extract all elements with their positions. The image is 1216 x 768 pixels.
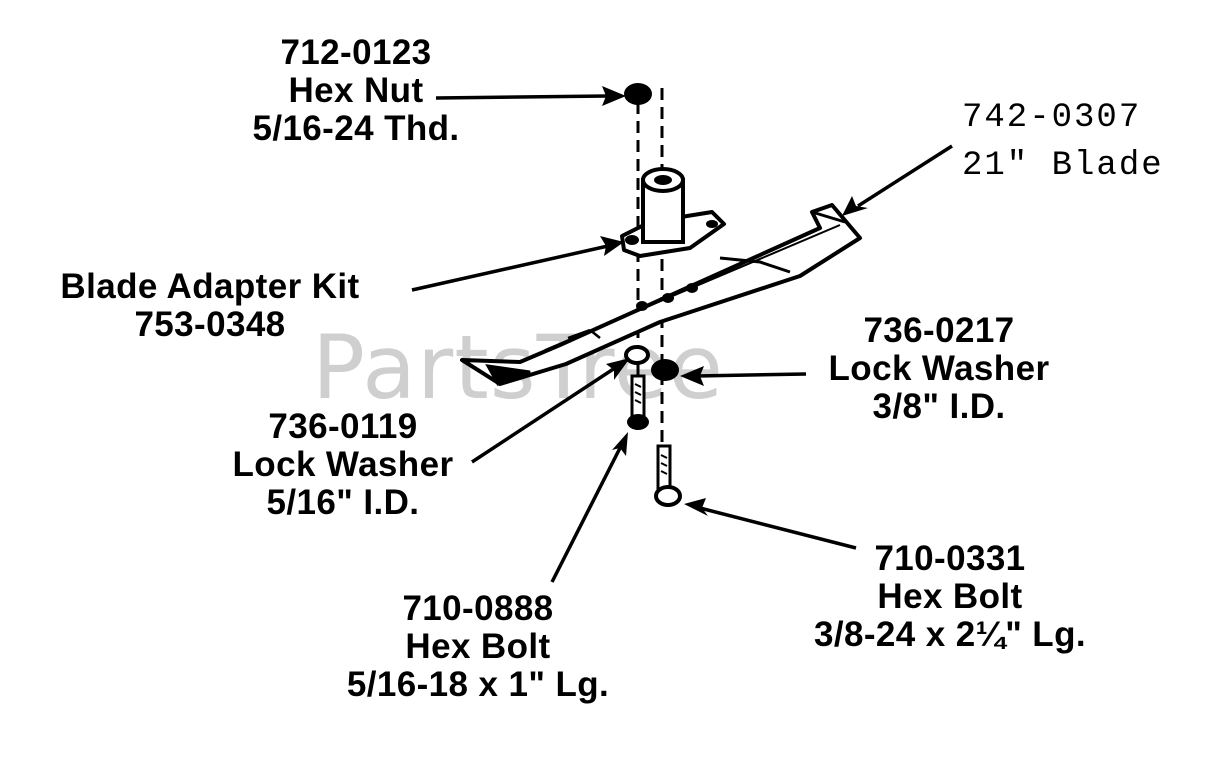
leader-arrows	[411, 86, 953, 583]
hex-bolt-large-part-number: 710-0331	[874, 539, 1026, 578]
callout-hex-nut: 712-0123 Hex Nut 5/16-24 Thd.	[226, 34, 486, 148]
hex-bolt-large-name: Hex Bolt	[877, 577, 1023, 616]
leader-arrow-lock-washer-small	[471, 358, 630, 464]
hex-nut	[624, 83, 652, 105]
callout-lock-washer-large: 736-0217 Lock Washer 3/8" I.D.	[806, 312, 1072, 426]
callout-lock-washer-small: 736-0119 Lock Washer 5/16" I.D.	[210, 408, 476, 522]
leader-arrow-hex-bolt-large	[684, 498, 857, 550]
hex-bolt-large-spec: 3/8-24 x 2¼" Lg.	[813, 615, 1086, 654]
lock-washer-small	[624, 345, 650, 365]
blade-name: 21" Blade	[962, 147, 1164, 185]
callout-blade: 742-0307 21" Blade	[962, 94, 1202, 190]
blade-part-number: 742-0307	[962, 99, 1142, 137]
mower-blade	[460, 203, 862, 386]
lock-washer-large-spec: 3/8" I.D.	[872, 387, 1006, 426]
leader-arrow-adapter	[411, 236, 624, 292]
hex-bolt-small	[627, 374, 649, 430]
leader-arrow-hex-nut	[435, 86, 626, 106]
hex-bolt-large	[654, 444, 682, 507]
lock-washer-small-spec: 5/16" I.D.	[266, 483, 420, 522]
hex-bolt-small-name: Hex Bolt	[405, 627, 551, 666]
hex-nut-name: Hex Nut	[288, 71, 424, 110]
hex-bolt-small-part-number: 710-0888	[402, 589, 554, 628]
lock-washer-small-name: Lock Washer	[232, 445, 454, 484]
adapter-kit-part-number: 753-0348	[134, 305, 286, 344]
hex-nut-part-number: 712-0123	[280, 33, 432, 72]
leader-arrow-hex-bolt-small	[550, 432, 628, 583]
callout-hex-bolt-small: 710-0888 Hex Bolt 5/16-18 x 1" Lg.	[310, 590, 646, 704]
adapter-kit-name: Blade Adapter Kit	[60, 267, 360, 306]
hex-nut-spec: 5/16-24 Thd.	[252, 109, 460, 148]
callout-blade-adapter-kit: Blade Adapter Kit 753-0348	[12, 268, 408, 344]
lock-washer-large-name: Lock Washer	[828, 349, 1050, 388]
lock-washer-large	[651, 359, 679, 381]
lock-washer-small-part-number: 736-0119	[268, 407, 418, 446]
lock-washer-large-part-number: 736-0217	[863, 311, 1015, 350]
leader-arrow-lock-washer-large	[680, 366, 807, 386]
leader-arrow-blade	[842, 144, 953, 216]
blade-adapter	[620, 167, 726, 258]
hex-bolt-small-spec: 5/16-18 x 1" Lg.	[346, 665, 610, 704]
callout-hex-bolt-large: 710-0331 Hex Bolt 3/8-24 x 2¼" Lg.	[770, 540, 1130, 654]
